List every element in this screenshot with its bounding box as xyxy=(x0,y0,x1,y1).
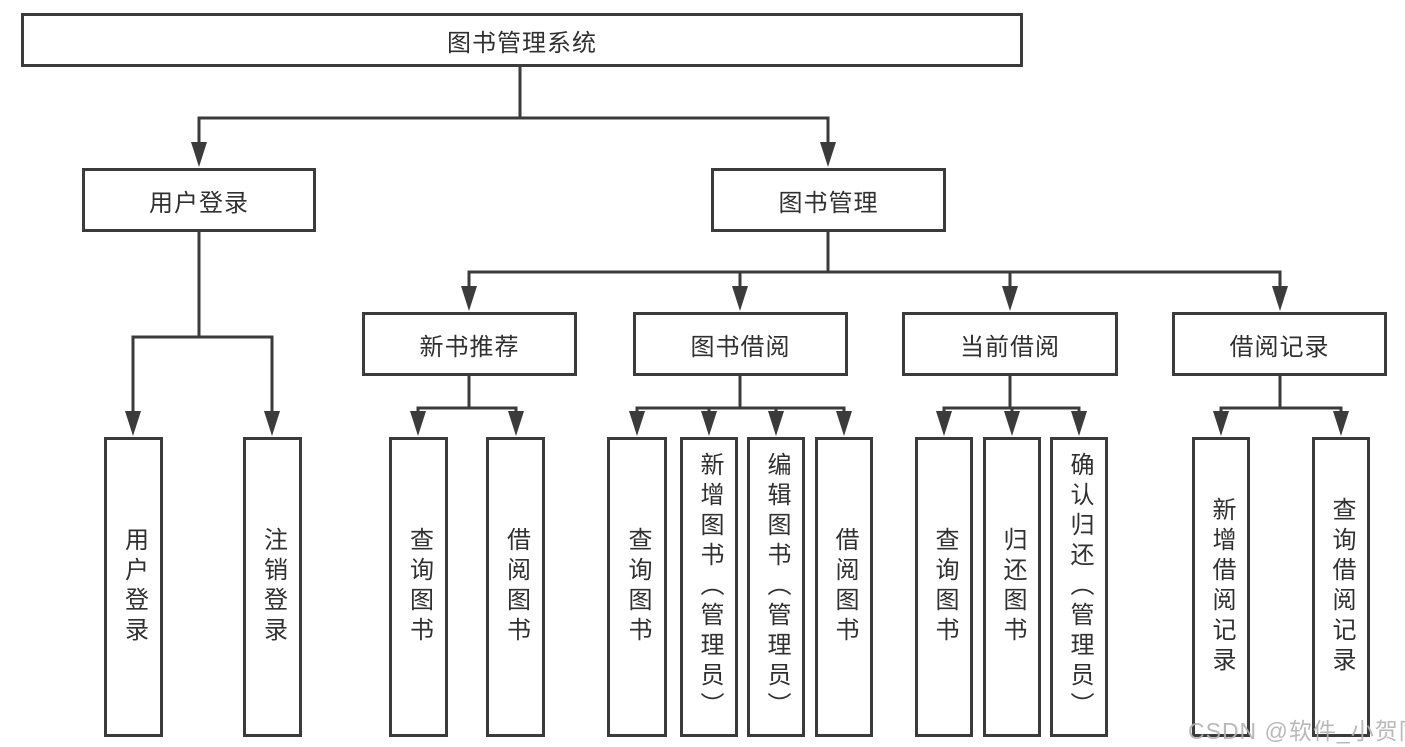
node-borrow-records: 借阅记录 xyxy=(1172,312,1387,376)
arrowhead xyxy=(732,286,748,311)
arrowhead xyxy=(836,411,852,436)
csdn-watermark: CSDN @软件_小贺同学 xyxy=(1188,718,1405,744)
wire-current-borrow xyxy=(942,374,1081,414)
node-book-management: 图书管理 xyxy=(711,168,946,232)
arrowhead xyxy=(1004,411,1020,436)
wire-new-book-recommend xyxy=(416,374,518,414)
arrowhead xyxy=(125,411,141,436)
leaf-query-books-current: 查询图书 xyxy=(915,437,973,737)
wire-borrow-records xyxy=(1219,374,1343,414)
arrowhead xyxy=(1333,411,1349,436)
leaf-logout: 注销登录 xyxy=(243,437,302,737)
leaf-borrow-books: 借阅图书 xyxy=(815,437,873,737)
arrowhead xyxy=(461,286,477,311)
arrowhead xyxy=(1272,286,1288,311)
leaf-add-borrow-record: 新增借阅记录 xyxy=(1192,437,1250,737)
leaf-add-book-admin: 新增图书（管理员） xyxy=(680,437,738,737)
wire-root-stem xyxy=(197,65,830,147)
leaf-borrow-books-recommend: 借阅图书 xyxy=(486,437,545,737)
arrowhead xyxy=(1071,411,1087,436)
leaf-query-books-recommend: 查询图书 xyxy=(389,437,448,737)
arrowhead xyxy=(191,142,207,167)
arrowhead xyxy=(820,142,836,167)
arrowhead xyxy=(508,411,524,436)
arrowhead xyxy=(264,411,280,436)
arrowhead xyxy=(629,411,645,436)
leaf-confirm-return-admin: 确认归还（管理员） xyxy=(1050,437,1108,737)
node-current-borrow: 当前借阅 xyxy=(902,312,1118,376)
arrowhead xyxy=(768,411,784,436)
node-system-root: 图书管理系统 xyxy=(21,13,1023,67)
arrowhead xyxy=(1002,286,1018,311)
node-user-login: 用户登录 xyxy=(82,168,316,232)
leaf-edit-book-admin: 编辑图书（管理员） xyxy=(747,437,805,737)
leaf-query-books-borrow: 查询图书 xyxy=(607,437,667,737)
arrowhead xyxy=(410,411,426,436)
arrowhead xyxy=(1213,411,1229,436)
wire-user-login xyxy=(131,230,274,415)
wire-book-management xyxy=(467,230,1282,290)
arrowhead xyxy=(701,411,717,436)
leaf-user-login: 用户登录 xyxy=(104,437,163,737)
node-new-book-recommend: 新书推荐 xyxy=(362,312,577,376)
arrowhead xyxy=(936,411,952,436)
leaf-return-book: 归还图书 xyxy=(983,437,1041,737)
node-book-borrow: 图书借阅 xyxy=(633,312,848,376)
wire-book-borrow xyxy=(635,374,846,414)
leaf-query-borrow-record: 查询借阅记录 xyxy=(1312,437,1370,737)
